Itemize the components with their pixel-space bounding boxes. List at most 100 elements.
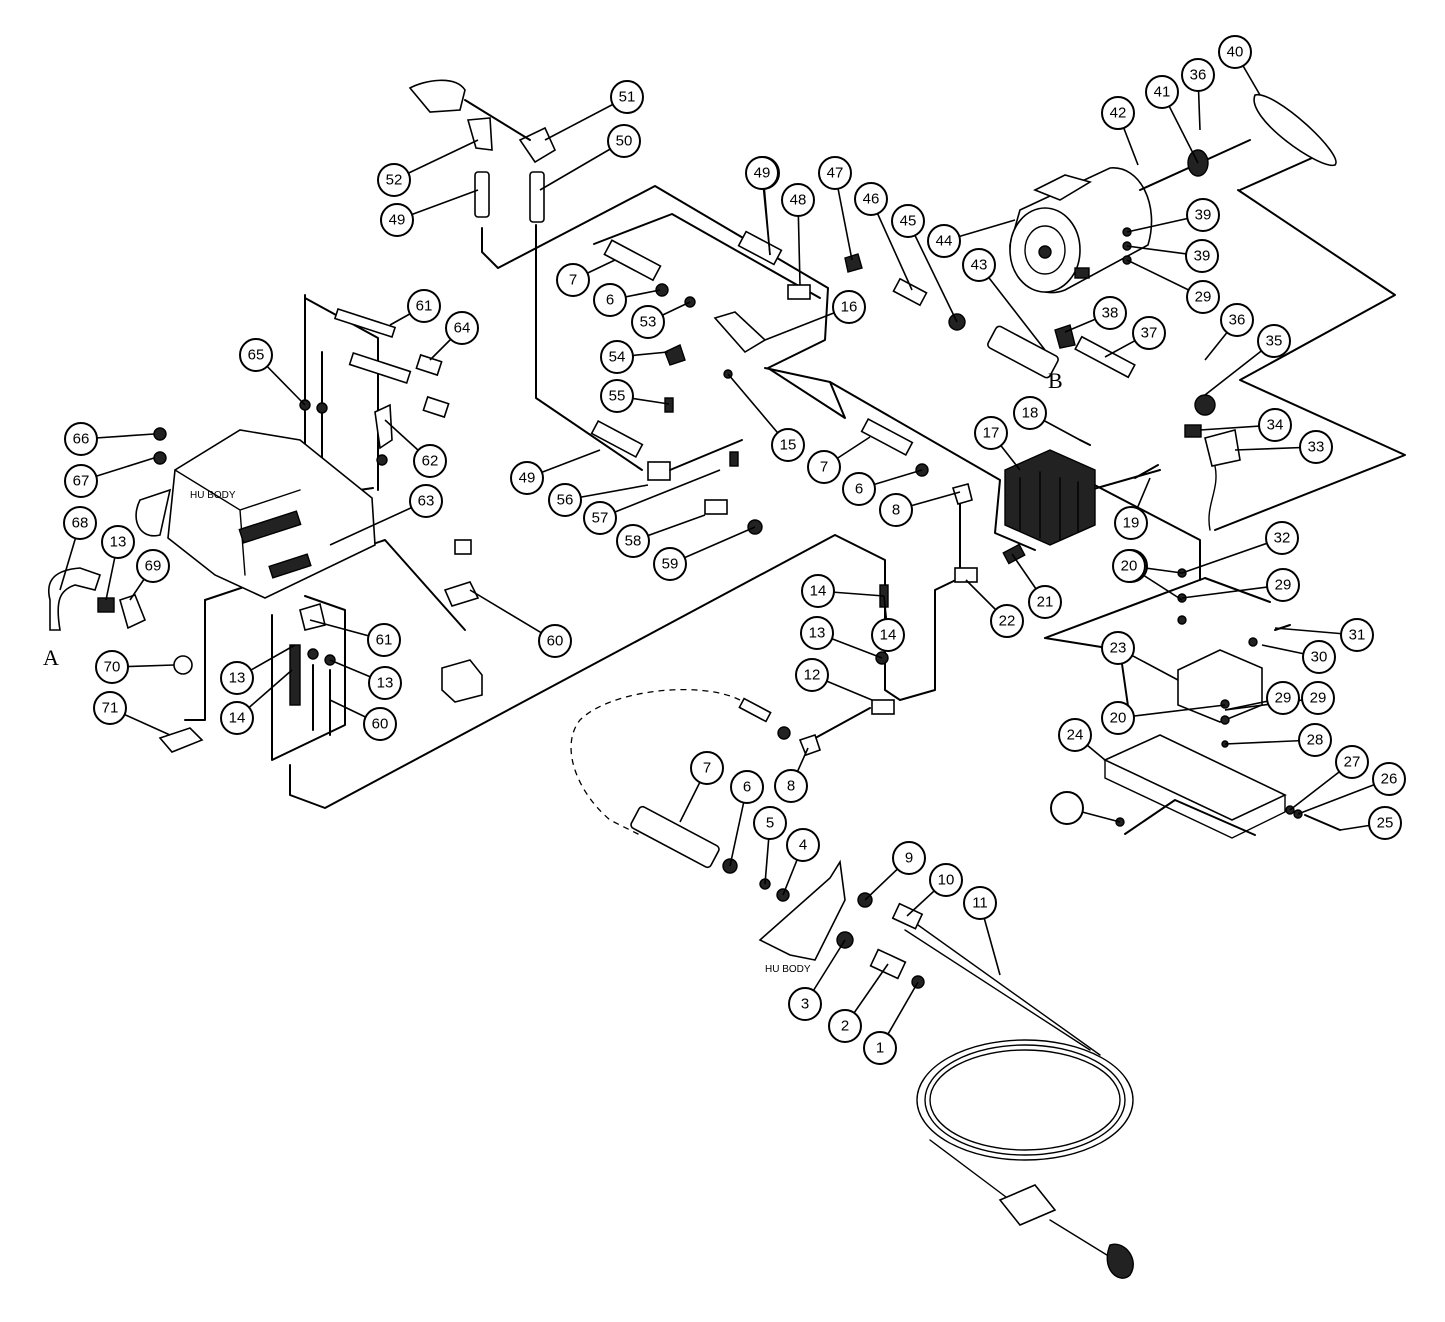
callout-number: 3 <box>801 996 809 1013</box>
callout-number: 48 <box>790 192 807 209</box>
callout-number: 46 <box>863 191 880 208</box>
callout-7: 7 <box>556 263 590 297</box>
callout-56: 56 <box>548 483 582 517</box>
callout-number: 71 <box>102 700 119 717</box>
bottom-body-label: HU BODY <box>765 964 811 975</box>
callout-number: 20 <box>1121 558 1138 575</box>
callout-number: 7 <box>820 459 828 476</box>
dashed-hose <box>570 688 741 836</box>
callout-number: 25 <box>1377 815 1394 832</box>
callout-number: 43 <box>971 257 988 274</box>
callout-68: 68 <box>63 506 97 540</box>
pump-block <box>1004 449 1096 546</box>
callout-number: 54 <box>609 349 626 366</box>
callout-number: 8 <box>892 502 900 519</box>
callout-24: 24 <box>1058 718 1092 752</box>
callout-11: 11 <box>963 886 997 920</box>
callout-number: 62 <box>422 453 439 470</box>
left-hu-body: HU BODY <box>135 429 376 599</box>
callout-number: 63 <box>418 493 435 510</box>
callout-35: 35 <box>1257 324 1291 358</box>
callout-number: 17 <box>983 425 1000 442</box>
coiled-hose <box>904 924 1134 1279</box>
callout-29: 29 <box>1301 681 1335 715</box>
callout-6: 6 <box>842 472 876 506</box>
callout-53: 53 <box>631 305 665 339</box>
callout-number: 9 <box>905 850 913 867</box>
routing-lines <box>184 149 1406 836</box>
callout-number: 19 <box>1123 515 1140 532</box>
callout-64: 64 <box>445 311 479 345</box>
callout-number: 7 <box>703 760 711 777</box>
callout-number: 59 <box>662 556 679 573</box>
callout-9: 9 <box>892 841 926 875</box>
callout-number: 36 <box>1190 67 1207 84</box>
callout-25: 25 <box>1368 806 1402 840</box>
callout-number: 51 <box>619 89 636 106</box>
callout-44: 44 <box>927 224 961 258</box>
callout-31: 31 <box>1340 618 1374 652</box>
callout-49: 49 <box>510 461 544 495</box>
callout-52: 52 <box>377 163 411 197</box>
callout-40: 40 <box>1218 35 1252 69</box>
callout-number: 52 <box>386 172 403 189</box>
callout-number: 31 <box>1349 627 1366 644</box>
callout-number: 61 <box>376 632 393 649</box>
callout-number: 14 <box>229 710 246 727</box>
callout-leader-32 <box>1181 537 1283 574</box>
callout-41: 41 <box>1145 75 1179 109</box>
callout-5: 5 <box>753 806 787 840</box>
callout-number: 28 <box>1307 732 1324 749</box>
callout-29: 29 <box>1186 280 1220 314</box>
callout-number: 69 <box>145 558 162 575</box>
callout-number: 36 <box>1229 312 1246 329</box>
callout-number: 5 <box>766 815 774 832</box>
callout-63: 63 <box>409 484 443 518</box>
callout-46: 46 <box>854 182 888 216</box>
callout-26: 26 <box>1372 762 1406 796</box>
callout-number: 13 <box>229 670 246 687</box>
callout-number: 1 <box>876 1040 884 1057</box>
callout-50: 50 <box>607 124 641 158</box>
callout-number: 37 <box>1141 325 1158 342</box>
callout-6: 6 <box>730 770 764 804</box>
callout-number: 29 <box>1310 690 1327 707</box>
callout-number: 22 <box>999 613 1016 630</box>
callout-number: 42 <box>1110 105 1127 122</box>
callout-number: 16 <box>841 299 858 316</box>
callout-2: 2 <box>828 1009 862 1043</box>
left-body-label: HU BODY <box>190 490 236 501</box>
callout-67: 67 <box>64 464 98 498</box>
callout-undefined <box>1050 791 1084 825</box>
callout-number: 14 <box>880 627 897 644</box>
callout-36: 36 <box>1220 303 1254 337</box>
callout-43: 43 <box>962 248 996 282</box>
callout-51: 51 <box>610 80 644 114</box>
callout-number: 34 <box>1267 417 1284 434</box>
callout-1: 1 <box>863 1031 897 1065</box>
callout-number: 13 <box>110 534 127 551</box>
callout-number: 68 <box>72 515 89 532</box>
callout-39: 39 <box>1186 198 1220 232</box>
callout-61: 61 <box>367 623 401 657</box>
callout-21: 21 <box>1028 585 1062 619</box>
callout-61: 61 <box>407 289 441 323</box>
callout-60: 60 <box>363 707 397 741</box>
callout-45: 45 <box>891 204 925 238</box>
callout-number: 60 <box>372 716 389 733</box>
callout-number: 49 <box>754 165 771 182</box>
callout-number: 10 <box>938 872 955 889</box>
callout-38: 38 <box>1093 296 1127 330</box>
callout-number: 14 <box>810 583 827 600</box>
callout-33: 33 <box>1299 430 1333 464</box>
base-plate <box>1103 649 1287 839</box>
callout-leader-43 <box>978 264 1046 351</box>
callout-number: 27 <box>1344 754 1361 771</box>
callout-39: 39 <box>1185 239 1219 273</box>
callout-number: 11 <box>972 895 988 912</box>
callout-55: 55 <box>600 379 634 413</box>
callout-number: 67 <box>73 473 90 490</box>
motor-assembly <box>1009 139 1251 294</box>
callout-13: 13 <box>368 666 402 700</box>
